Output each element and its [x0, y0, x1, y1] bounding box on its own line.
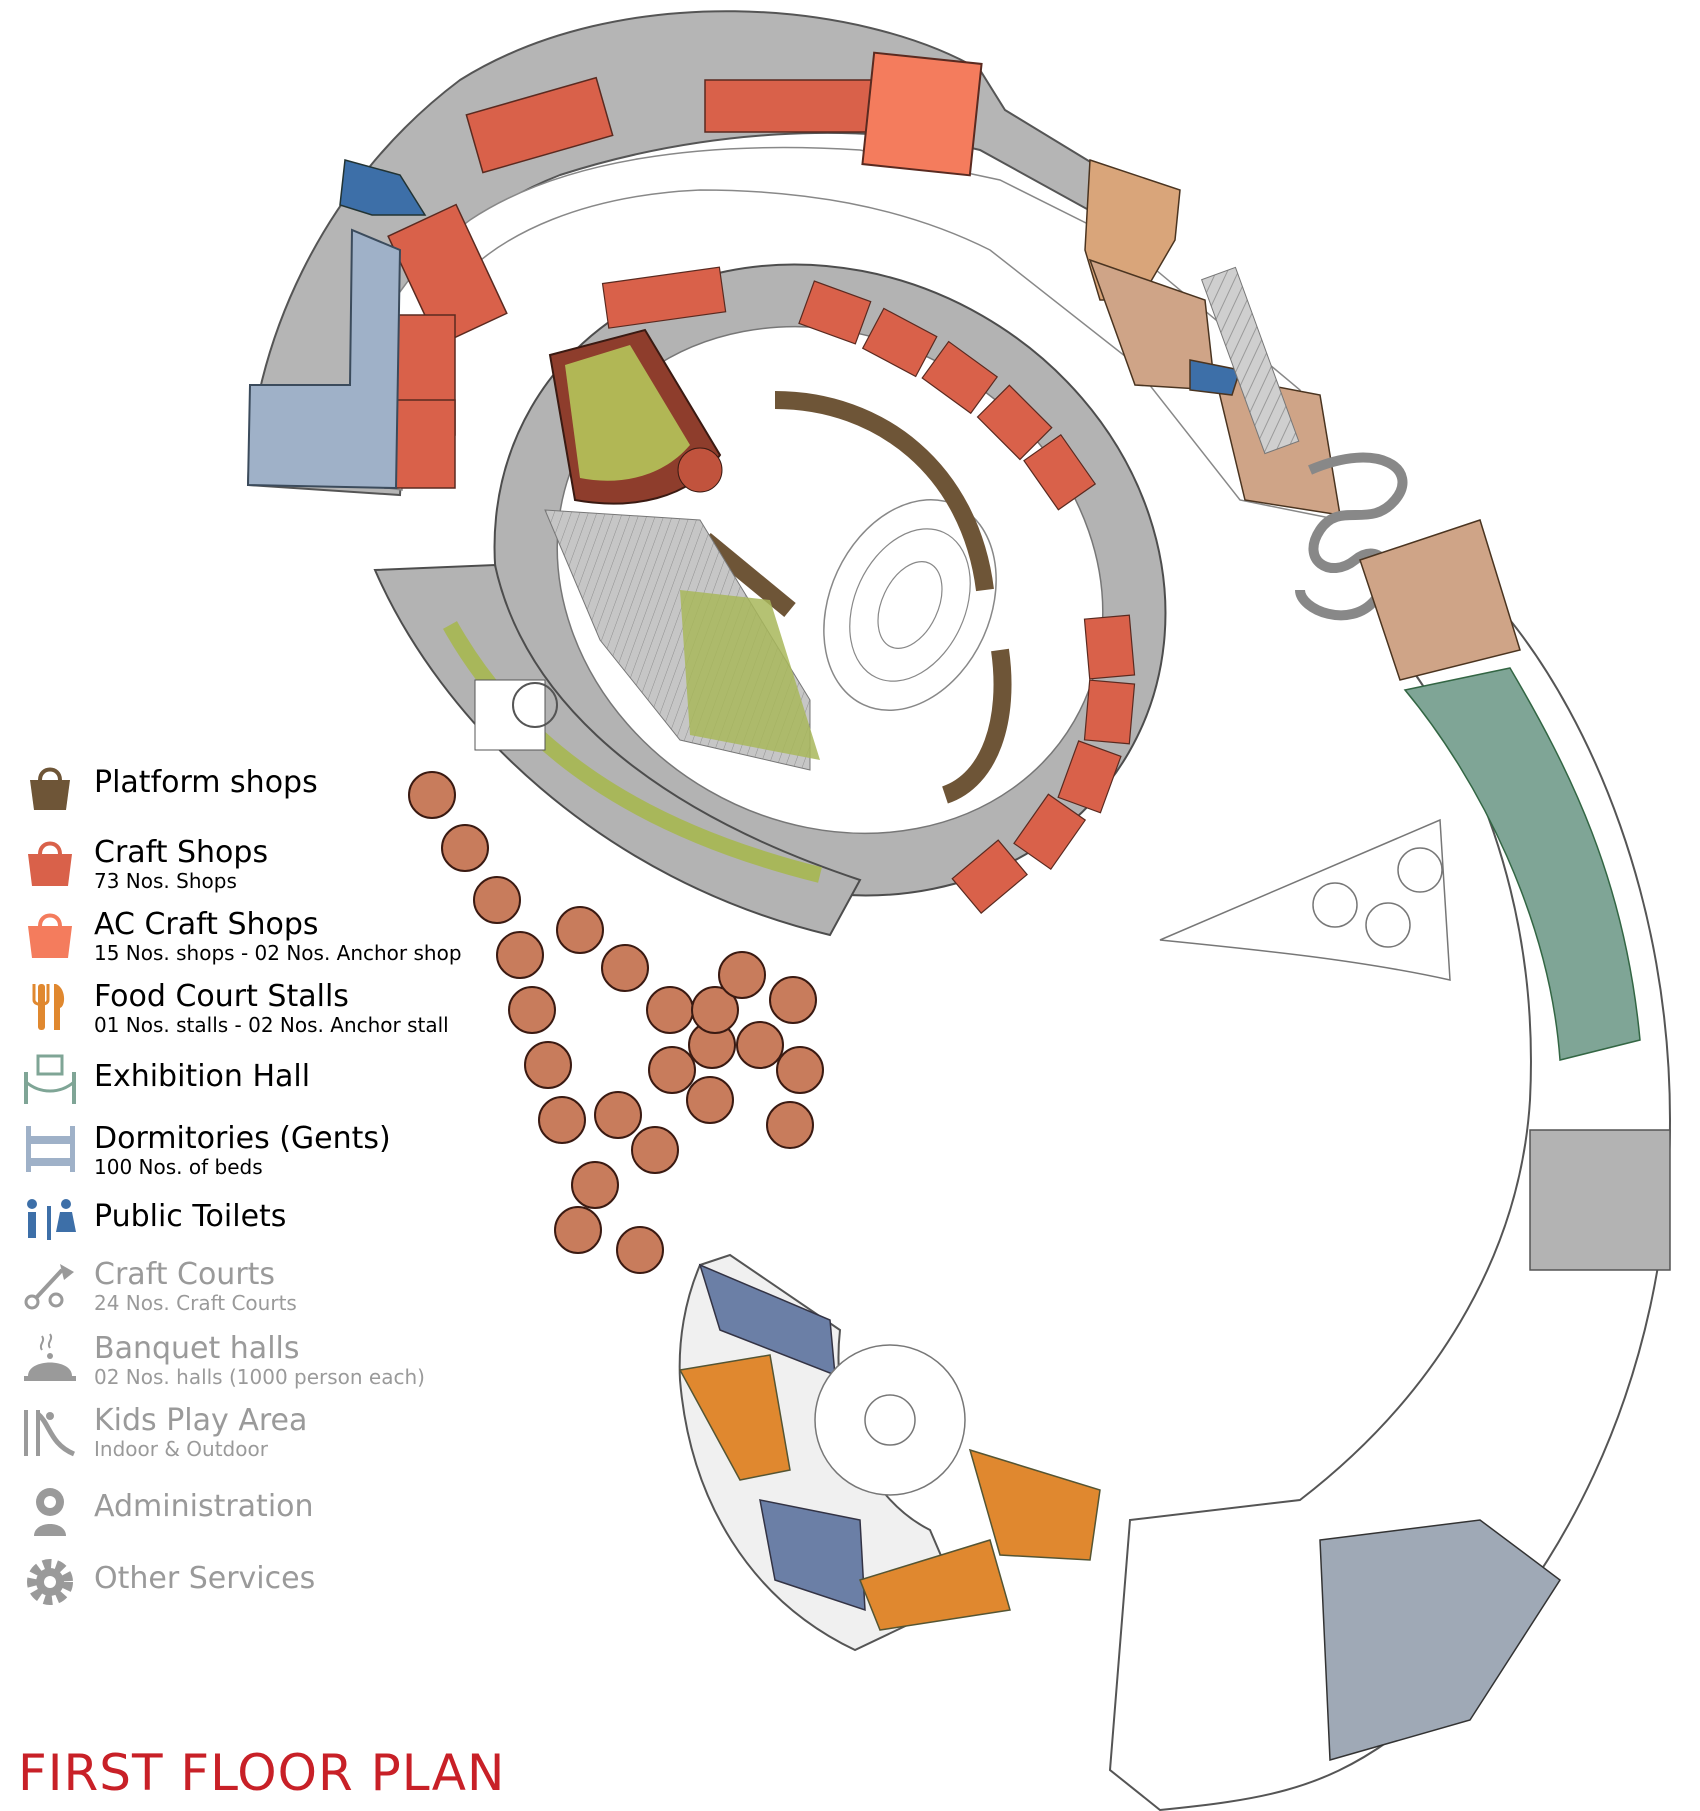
legend-title: Banquet halls: [94, 1331, 300, 1366]
legend-subtitle: 100 Nos. of beds: [94, 1155, 263, 1179]
oval-craft-shops: [601, 266, 1136, 914]
hatched-walkway: [1200, 266, 1300, 455]
exhibition-frame-icon: [24, 1054, 76, 1104]
slide-icon: [24, 1410, 76, 1457]
admin-gear-person-icon: [34, 1488, 66, 1536]
green-ramp: [680, 590, 820, 760]
cloche-icon: [24, 1333, 76, 1381]
south-banquet-block: [678, 1253, 1101, 1652]
legend-subtitle: 73 Nos. Shops: [94, 869, 237, 893]
legend-subtitle: 02 Nos. halls (1000 person each): [94, 1365, 425, 1389]
shopping-bag-icon: [30, 767, 70, 810]
legend-subtitle: 15 Nos. shops - 02 Nos. Anchor shop: [94, 941, 462, 965]
legend-title: Kids Play Area: [94, 1403, 308, 1438]
food-court-pods: [408, 771, 824, 1274]
east-sweep: [1108, 519, 1672, 1811]
gear-icon: [27, 1559, 73, 1605]
dormitory-block-west: [246, 159, 427, 490]
amphitheatre: [548, 328, 723, 505]
legend-subtitle: Indoor & Outdoor: [94, 1437, 268, 1461]
legend-subtitle: 01 Nos. stalls - 02 Nos. Anchor stall: [94, 1013, 449, 1037]
page-title: FIRST FLOOR PLAN: [18, 1744, 506, 1802]
legend-title: Platform shops: [94, 765, 318, 800]
legend-title: Craft Courts: [94, 1257, 276, 1292]
serpentine-ramp: [1295, 452, 1408, 621]
bunk-bed-icon: [26, 1126, 75, 1172]
fork-knife-icon: [32, 984, 65, 1030]
west-band: [373, 563, 862, 937]
legend-title: Other Services: [94, 1561, 316, 1596]
ac-anchor-shop: [861, 51, 983, 177]
legend-title: Food Court Stalls: [94, 979, 349, 1014]
legend-subtitle: 24 Nos. Craft Courts: [94, 1291, 297, 1315]
legend-title: Craft Shops: [94, 835, 269, 870]
shopping-bag-icon: [28, 841, 72, 886]
legend-title: Public Toilets: [94, 1199, 287, 1234]
administration-block-north-east: [1084, 158, 1341, 516]
legend-title: AC Craft Shops: [94, 907, 319, 942]
legend-title: Dormitories (Gents): [94, 1121, 391, 1156]
toilet-people-icon: [27, 1199, 76, 1240]
entry-plaza: [1159, 818, 1451, 981]
craft-tools-icon: [24, 1264, 74, 1310]
shopping-bag-icon: [28, 913, 72, 958]
legend-title: Administration: [94, 1489, 314, 1524]
legend-title: Exhibition Hall: [94, 1059, 311, 1094]
